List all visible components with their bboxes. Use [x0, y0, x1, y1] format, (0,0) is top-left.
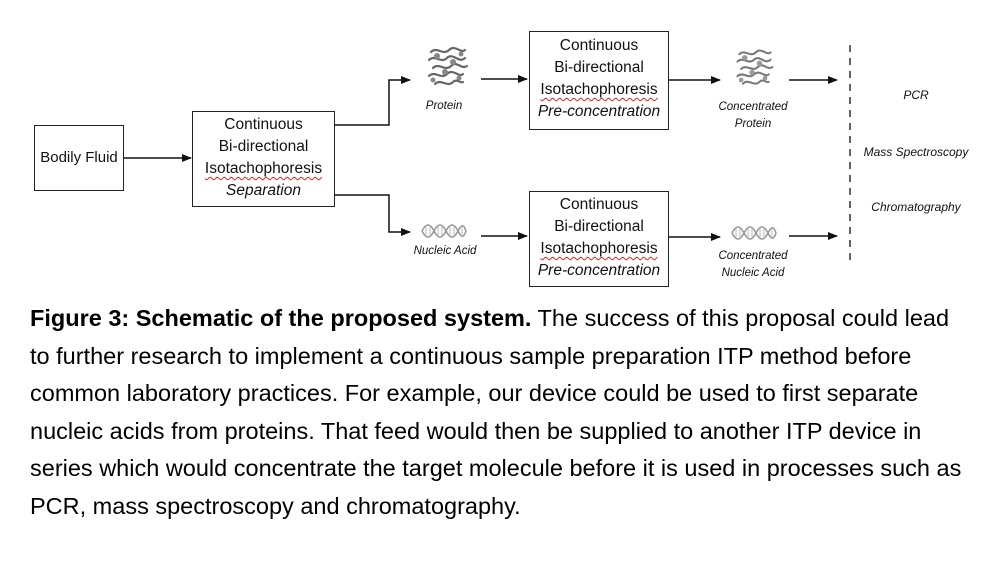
arrow-separation-to-nucleic [334, 194, 411, 236]
protein-box-line-1: Continuous [559, 37, 639, 54]
caption-title: Figure 3: Schematic of the proposed syst… [30, 305, 532, 331]
separation-line-2: Bi-directional [218, 138, 309, 155]
caption-body: The success of this proposal could lead … [30, 305, 962, 519]
concentrated-nucleic-line-2: Nucleic Acid [721, 267, 785, 279]
nucleic-acid-label: Nucleic Acid [413, 245, 477, 257]
nucleic-box-stage: Pre-concentration [537, 262, 661, 279]
protein-box-line-3: Isotachophoresis [540, 81, 658, 98]
bodily-fluid-box: Bodily Fluid [34, 125, 124, 191]
nucleic-preconcentration-box: Continuous Bi-directional Isotachophores… [529, 191, 669, 287]
protein-box-line-2: Bi-directional [554, 59, 644, 76]
protein-label: Protein [425, 100, 463, 112]
output-chromatography: Chromatography [871, 200, 961, 214]
output-mass-spectroscopy: Mass Spectroscopy [863, 145, 969, 159]
concentrated-dna-icon [730, 224, 778, 242]
arrow-separation-to-protein [334, 76, 411, 126]
dna-helix-icon [420, 222, 468, 240]
concentrated-nucleic-label: Concentrated Nucleic Acid [705, 248, 801, 282]
bodily-fluid-label: Bodily Fluid [40, 149, 118, 166]
concentrated-protein-line-1: Concentrated [718, 101, 788, 113]
connector-arrows [123, 45, 851, 265]
separation-box: Continuous Bi-directional Isotachophores… [192, 111, 335, 207]
concentrated-protein-line-2: Protein [734, 118, 772, 130]
protein-structure-icon [423, 42, 471, 92]
separation-line-3: Isotachophoresis [204, 160, 323, 177]
output-pcr: PCR [903, 88, 929, 102]
protein-box-stage: Pre-concentration [537, 103, 661, 120]
figure-caption: Figure 3: Schematic of the proposed syst… [30, 300, 975, 525]
separation-stage: Separation [226, 182, 301, 199]
separation-line-1: Continuous [224, 116, 303, 133]
concentrated-protein-label: Concentrated Protein [705, 99, 801, 133]
nucleic-box-line-1: Continuous [559, 196, 639, 213]
protein-preconcentration-box: Continuous Bi-directional Isotachophores… [529, 31, 669, 130]
concentrated-nucleic-line-1: Concentrated [718, 250, 788, 262]
schematic-diagram: Bodily Fluid Continuous Bi-directional I… [34, 31, 969, 287]
nucleic-box-line-2: Bi-directional [554, 218, 644, 235]
concentrated-protein-icon [731, 45, 777, 91]
nucleic-box-line-3: Isotachophoresis [540, 240, 658, 257]
